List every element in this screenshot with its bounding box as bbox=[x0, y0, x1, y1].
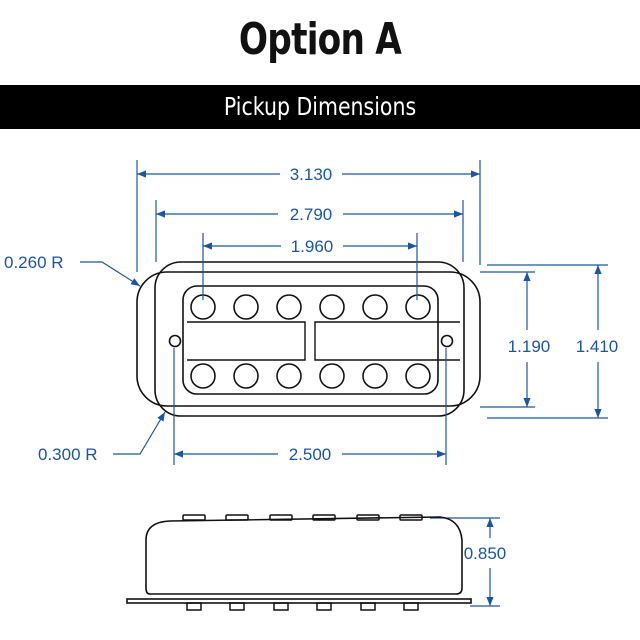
label-pole-span: 1.960 bbox=[291, 237, 334, 256]
pole-pieces-side bbox=[182, 514, 423, 611]
side-body-outline bbox=[145, 516, 463, 595]
label-mount-span: 2.500 bbox=[289, 445, 332, 464]
pole-bottom-screw bbox=[186, 602, 202, 611]
dimension-lines bbox=[80, 160, 608, 607]
mount-hole-right bbox=[440, 334, 454, 348]
side-baseplate bbox=[126, 598, 472, 604]
pole-piece bbox=[190, 363, 216, 389]
pole-piece bbox=[405, 294, 431, 320]
pole-piece bbox=[319, 294, 345, 320]
page-title: Option A bbox=[238, 14, 402, 65]
pickup-side-view bbox=[126, 516, 472, 604]
banner-subtitle: Pickup Dimensions bbox=[223, 92, 417, 121]
pole-bottom-screw bbox=[273, 602, 289, 611]
label-overall-width: 3.130 bbox=[290, 165, 333, 184]
leader-radius-outer bbox=[80, 261, 141, 287]
pole-top-cap bbox=[399, 514, 423, 521]
dimension-labels: 3.130 2.790 1.960 2.500 0.260 R 0.300 R … bbox=[4, 165, 618, 563]
pole-piece bbox=[276, 294, 302, 320]
bobbin-divider bbox=[187, 321, 460, 361]
leader-radius-inner bbox=[113, 411, 166, 455]
label-body-width: 2.790 bbox=[290, 205, 333, 224]
label-radius-inner: 0.300 R bbox=[38, 445, 98, 464]
label-inner-height: 1.190 bbox=[508, 337, 551, 356]
pole-top-cap bbox=[225, 514, 249, 521]
pole-piece bbox=[233, 363, 259, 389]
title-banner: Pickup Dimensions bbox=[0, 85, 640, 129]
pole-piece bbox=[233, 294, 259, 320]
pole-row-frame bbox=[182, 285, 439, 395]
pole-pieces-top bbox=[190, 294, 431, 389]
pole-piece bbox=[319, 363, 345, 389]
pole-piece bbox=[362, 294, 388, 320]
pole-bottom-screw bbox=[403, 602, 419, 611]
pole-top-cap bbox=[312, 514, 336, 521]
pole-piece bbox=[362, 363, 388, 389]
label-radius-outer: 0.260 R bbox=[4, 253, 64, 272]
pole-top-cap bbox=[269, 514, 293, 521]
label-overall-height: 1.410 bbox=[576, 337, 619, 356]
pole-top-cap bbox=[182, 514, 206, 521]
pole-bottom-screw bbox=[316, 602, 332, 611]
label-side-height: 0.850 bbox=[464, 544, 507, 563]
pole-top-cap bbox=[356, 514, 380, 521]
pickup-base-outline bbox=[136, 271, 481, 407]
pole-bottom-screw bbox=[360, 602, 376, 611]
pole-piece bbox=[276, 363, 302, 389]
mount-hole-left bbox=[168, 334, 182, 348]
pole-piece bbox=[405, 363, 431, 389]
pole-bottom-screw bbox=[229, 602, 245, 611]
pickup-cover-outline bbox=[154, 261, 465, 417]
pickup-top-view bbox=[136, 261, 481, 417]
